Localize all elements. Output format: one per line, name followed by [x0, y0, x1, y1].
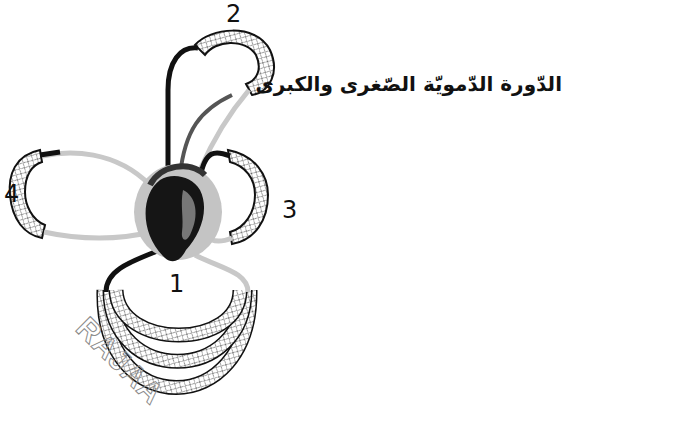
- callout-number: 3: [282, 198, 297, 222]
- callout-number: 2: [226, 2, 241, 26]
- diagram-title: الدّورة الدّمويّة الصّغرى والكبرى: [292, 74, 562, 94]
- callout-number: 4: [4, 182, 19, 206]
- callout-number: 1: [169, 272, 184, 296]
